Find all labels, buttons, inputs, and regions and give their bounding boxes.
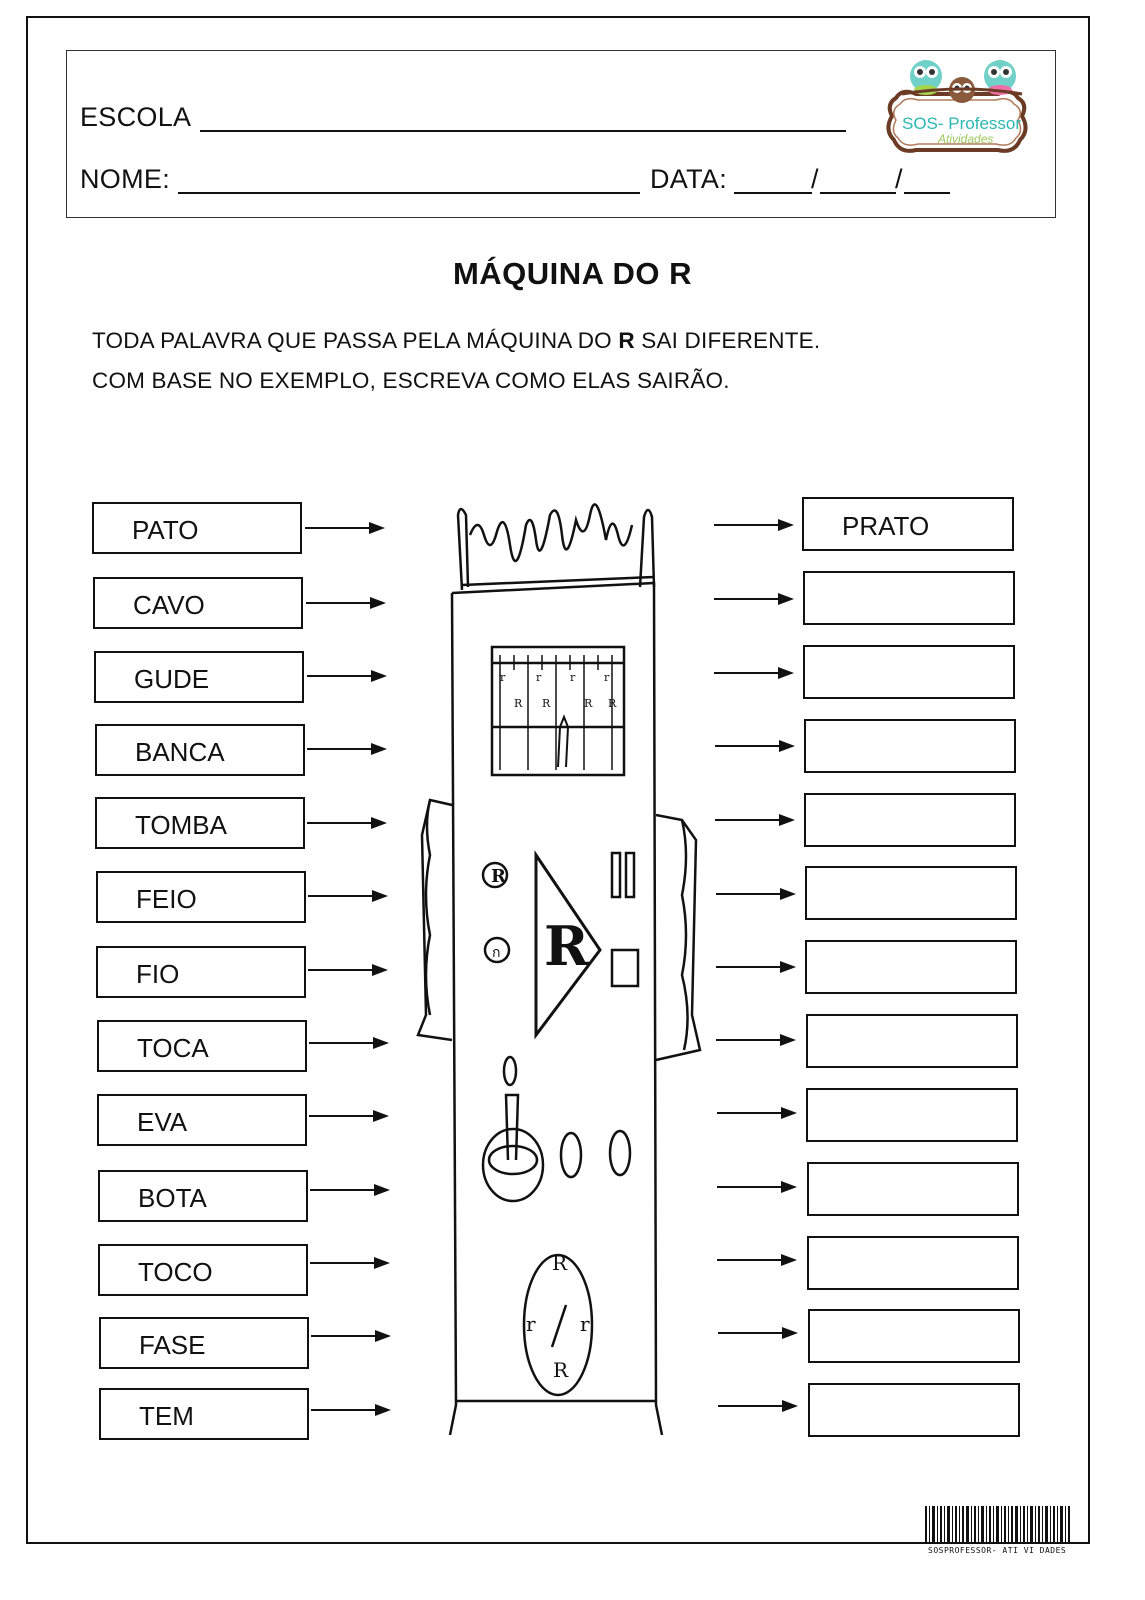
svg-text:R: R [514,697,523,710]
arrow-right-icon [308,964,388,976]
word-box: FASE [99,1317,309,1369]
arrow-right-icon [305,522,385,534]
answer-box[interactable] [805,940,1017,994]
logo-text: SOS- Professor [902,114,1022,133]
barcode-text: SOSPROFESSOR- ATI VI DADES [928,1546,1067,1555]
arrow-right-icon [308,890,388,902]
school-label: ESCOLA [80,102,192,132]
arrow-right-icon [715,814,795,826]
arrow-right-icon [714,593,794,605]
arrow-right-icon [307,743,387,755]
date-separator: / [895,164,903,194]
arrow-right-icon [311,1330,391,1342]
instruction-line-1: TODA PALAVRA QUE PASSA PELA MÁQUINA DO R… [92,328,821,353]
answer-box[interactable] [807,1162,1019,1216]
arrow-right-icon [717,1181,797,1193]
arrow-right-icon [714,519,794,531]
owl-logo-icon [886,60,1028,153]
svg-text:r: r [580,1312,590,1336]
svg-text:r: r [500,671,506,684]
name-label: NOME: [80,164,171,194]
arrow-right-icon [716,1034,796,1046]
answer-box[interactable] [804,793,1016,847]
word-box: EVA [97,1094,307,1146]
arrow-right-icon [310,1184,390,1196]
answer-box[interactable] [808,1309,1020,1363]
word-box: PATO [92,502,302,554]
arrow-right-icon [309,1037,389,1049]
word-box: TOCA [97,1020,307,1072]
arrow-right-icon [718,1400,798,1412]
svg-text:r: r [570,671,576,684]
svg-text:ก: ก [492,945,500,961]
word-box: FEIO [96,871,306,923]
arrow-right-icon [716,888,796,900]
svg-text:R: R [491,866,507,887]
arrow-right-icon [307,670,387,682]
date-month-field[interactable] [820,192,896,194]
answer-box[interactable]: PRATO [802,497,1014,551]
word-box: TEM [99,1388,309,1440]
logo-subtext: Atividades [938,132,994,146]
answer-box[interactable] [806,1014,1018,1068]
svg-text:r: r [604,671,610,684]
arrow-right-icon [307,817,387,829]
svg-text:R: R [542,697,551,710]
word-box: CAVO [93,577,303,629]
word-box: TOCO [98,1244,308,1296]
arrow-right-icon [716,961,796,973]
svg-text:R: R [608,697,617,710]
answer-box[interactable] [807,1236,1019,1290]
page-border [26,16,1090,1544]
arrow-right-icon [311,1404,391,1416]
svg-text:R: R [544,914,590,978]
date-separator: / [811,164,819,194]
answer-box[interactable] [804,719,1016,773]
date-year-field[interactable] [904,192,950,194]
svg-text:R: R [552,1251,568,1275]
word-box: BOTA [98,1170,308,1222]
header-box [66,50,1056,218]
answer-box[interactable] [803,645,1015,699]
answer-box[interactable] [808,1383,1020,1437]
arrow-right-icon [718,1327,798,1339]
barcode-icon [925,1506,1070,1544]
name-field[interactable] [178,192,640,194]
svg-text:R: R [553,1358,569,1382]
date-label: DATA: [650,164,728,194]
word-box: FIO [96,946,306,998]
svg-text:r: r [526,1312,536,1336]
page-title: MÁQUINA DO R [452,256,693,291]
arrow-right-icon [306,597,386,609]
arrow-right-icon [310,1257,390,1269]
arrow-right-icon [309,1110,389,1122]
arrow-right-icon [714,667,794,679]
answer-box[interactable] [805,866,1017,920]
arrow-right-icon [715,740,795,752]
answer-box[interactable] [806,1088,1018,1142]
arrow-right-icon [717,1107,797,1119]
svg-text:R: R [584,697,593,710]
word-box: BANCA [95,724,305,776]
word-box: TOMBA [95,797,305,849]
answer-box[interactable] [803,571,1015,625]
svg-text:r: r [536,671,542,684]
date-day-field[interactable] [734,192,812,194]
r-machine-illustration: R ก R R r r R r r r r R R R R [416,503,702,1435]
word-box: GUDE [94,651,304,703]
school-field[interactable] [200,130,846,132]
arrow-right-icon [717,1254,797,1266]
instruction-line-2: COM BASE NO EXEMPLO, ESCREVA COMO ELAS S… [92,368,730,393]
